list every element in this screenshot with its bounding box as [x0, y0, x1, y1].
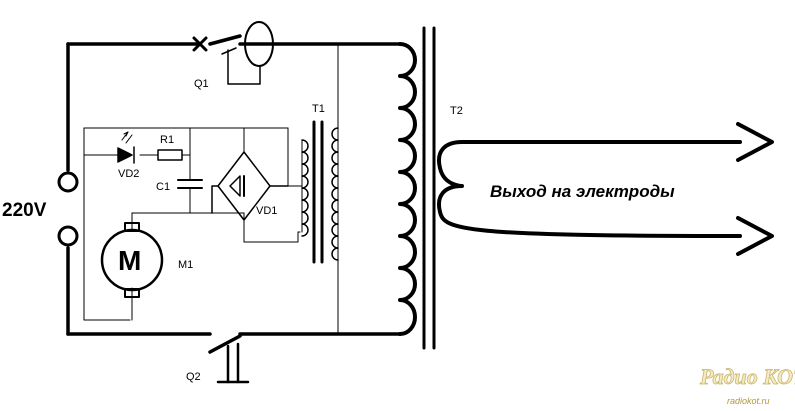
t1-transformer	[301, 120, 339, 264]
q1-breaker	[192, 21, 274, 85]
output-arrows	[736, 122, 774, 256]
terminal-top	[57, 171, 79, 193]
main-wires	[66, 34, 402, 354]
r1-label: R1	[160, 134, 174, 146]
q2-label: Q2	[186, 371, 201, 383]
control-wires	[83, 127, 303, 321]
t1-label: T1	[312, 103, 325, 115]
supply-voltage-label: 220V	[2, 200, 47, 221]
q2-switch	[216, 342, 250, 384]
vd1-bridge	[211, 151, 289, 221]
vd1-label: VD1	[256, 205, 277, 217]
motor-letter: M	[118, 245, 141, 276]
q1-label: Q1	[194, 78, 209, 90]
motor-m1	[100, 222, 164, 298]
svg-text:radiokot.ru: radiokot.ru	[727, 396, 770, 406]
t2-primary-winding	[398, 42, 417, 336]
radiokot-watermark: Радио КОТ radiokot.ru	[699, 364, 795, 406]
terminal-bottom	[57, 225, 79, 247]
c1-capacitor	[177, 179, 203, 189]
r1-resistor	[157, 149, 183, 161]
t2-secondary-winding	[437, 140, 742, 238]
svg-text:Радио КОТ: Радио КОТ	[699, 364, 795, 389]
vd2-label: VD2	[118, 168, 139, 180]
output-label: Выход на электроды	[490, 182, 675, 201]
c1-label: C1	[156, 181, 170, 193]
m1-label: M1	[178, 259, 193, 271]
t2-label: T2	[450, 105, 463, 117]
vd2-led	[117, 131, 135, 164]
t2-core	[422, 26, 436, 350]
